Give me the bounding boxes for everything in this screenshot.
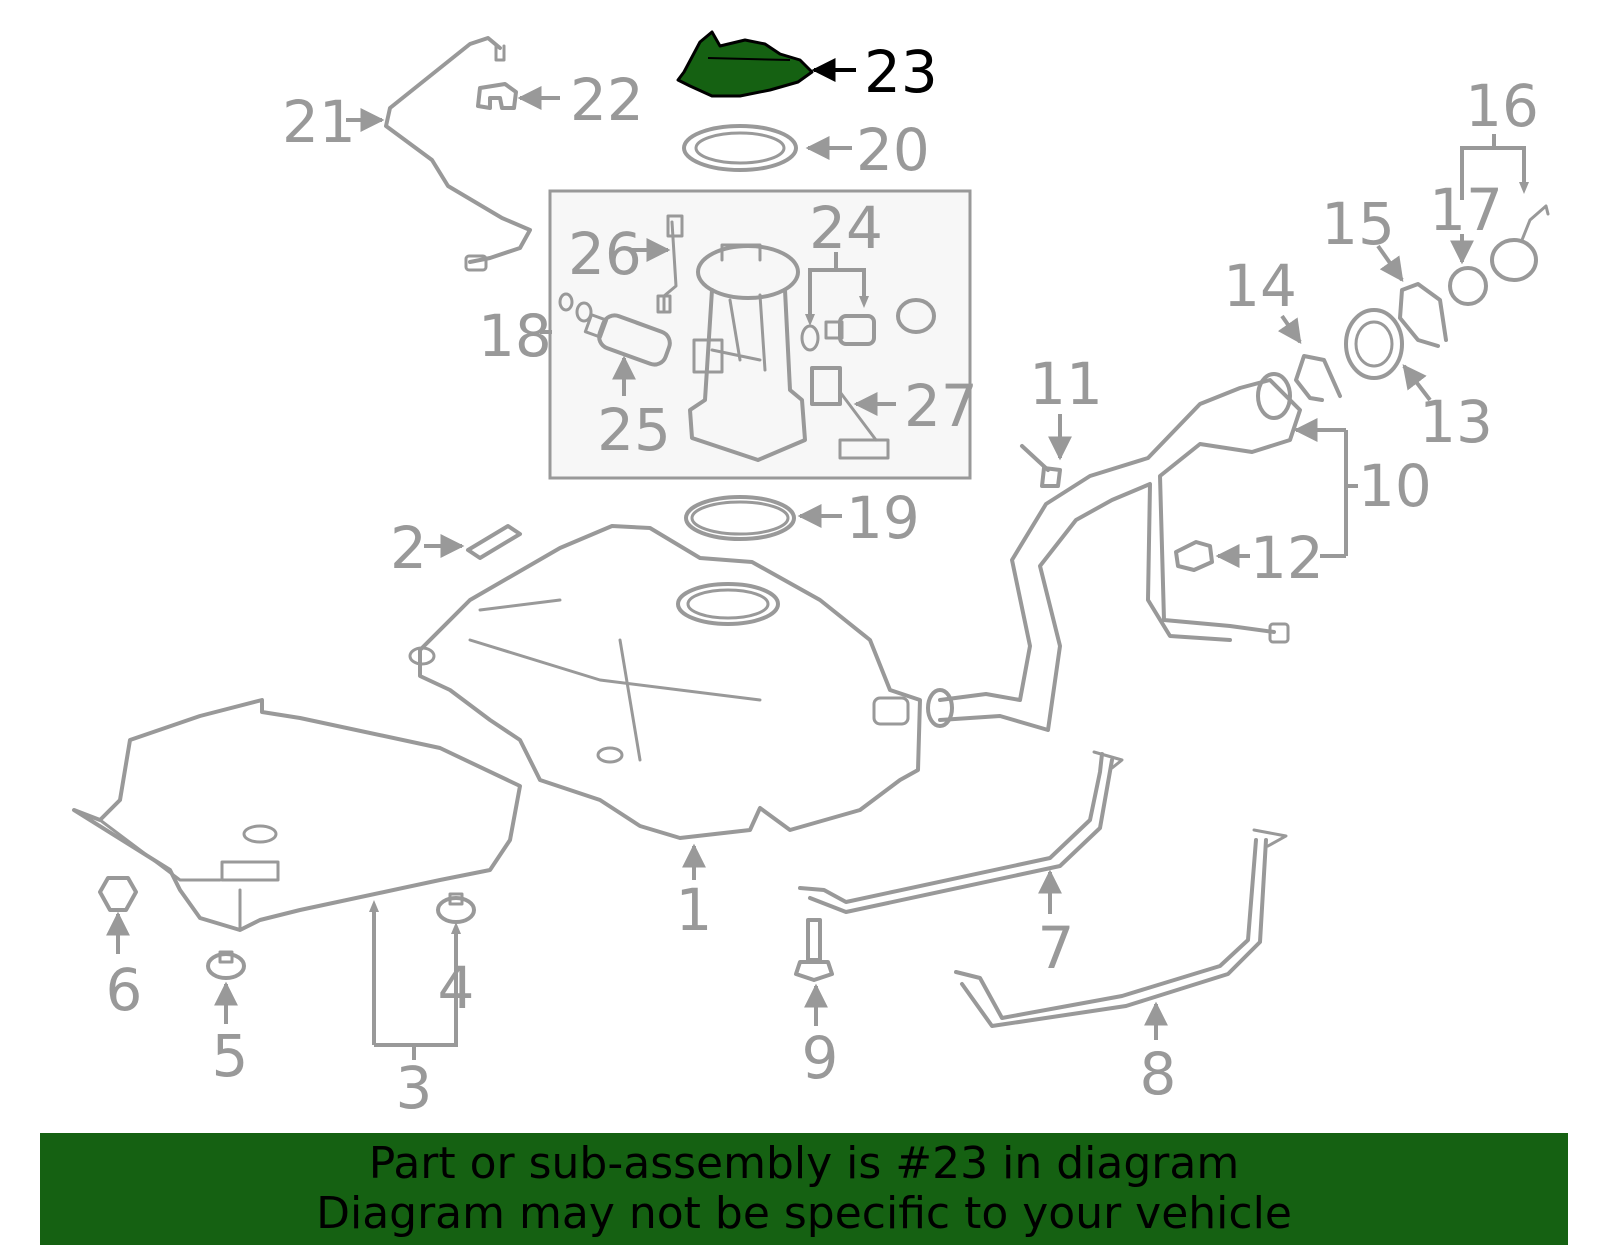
callout-23[interactable]: 23 bbox=[811, 38, 938, 106]
part-6-clip[interactable] bbox=[98, 876, 138, 912]
callout-11[interactable]: 11 bbox=[1029, 350, 1103, 461]
banner-line-2: Diagram may not be specific to your vehi… bbox=[316, 1188, 1292, 1239]
part-18-fuel-pump-assembly[interactable] bbox=[548, 189, 972, 480]
part-15-ring[interactable] bbox=[1398, 282, 1448, 348]
callout-2-label: 2 bbox=[390, 514, 427, 582]
callout-14[interactable]: 14 bbox=[1223, 252, 1302, 344]
callout-20[interactable]: 20 bbox=[805, 116, 930, 184]
callout-22[interactable]: 22 bbox=[517, 66, 644, 134]
part-19-gasket[interactable] bbox=[684, 495, 796, 541]
part-11-bolt[interactable] bbox=[1020, 444, 1062, 488]
callout-18-label: 18 bbox=[478, 302, 552, 370]
part-8-fuel-tank-strap[interactable] bbox=[954, 828, 1288, 1028]
callout-22-label: 22 bbox=[570, 66, 644, 134]
callout-6[interactable]: 6 bbox=[106, 911, 143, 1024]
callout-24[interactable]: 24 bbox=[805, 194, 883, 326]
callout-14-label: 14 bbox=[1223, 252, 1297, 320]
callout-9[interactable]: 9 bbox=[802, 983, 839, 1092]
callout-23-label: 23 bbox=[864, 38, 938, 106]
callout-20-label: 20 bbox=[856, 116, 930, 184]
callout-12[interactable]: 12 bbox=[1215, 524, 1324, 592]
part-21-fuel-line-tube[interactable] bbox=[384, 36, 532, 272]
callout-18[interactable]: 18 bbox=[478, 302, 552, 370]
callout-4-label: 4 bbox=[438, 954, 475, 1022]
callout-27-label: 27 bbox=[904, 372, 978, 440]
callout-4[interactable]: 4 bbox=[438, 954, 475, 1022]
part-3-protector[interactable] bbox=[72, 698, 522, 932]
callout-16[interactable]: 16 bbox=[1460, 72, 1539, 200]
callout-21-label: 21 bbox=[282, 88, 356, 156]
part-5-clip[interactable] bbox=[206, 950, 246, 980]
callout-5[interactable]: 5 bbox=[212, 981, 249, 1090]
banner-line-1: Part or sub-assembly is #23 in diagram bbox=[368, 1138, 1240, 1189]
part-23-fuel-pump-cover[interactable] bbox=[676, 30, 814, 98]
callout-27[interactable]: 27 bbox=[853, 372, 978, 440]
part-12-clamp[interactable] bbox=[1174, 540, 1214, 572]
callout-16-label: 16 bbox=[1465, 72, 1539, 140]
info-banner: Part or sub-assembly is #23 in diagram D… bbox=[40, 1133, 1568, 1245]
part-17-fuel-cap[interactable] bbox=[1448, 204, 1550, 306]
callout-11-label: 11 bbox=[1029, 350, 1103, 418]
callout-7-label: 7 bbox=[1038, 914, 1075, 982]
part-9-bolt[interactable] bbox=[794, 918, 834, 982]
callout-1[interactable]: 1 bbox=[676, 843, 713, 944]
callout-19[interactable]: 19 bbox=[797, 484, 920, 552]
part-7-fuel-tank-strap[interactable] bbox=[798, 750, 1124, 914]
callout-3[interactable]: 3 bbox=[369, 900, 461, 1122]
callout-6-label: 6 bbox=[106, 956, 143, 1024]
callout-21[interactable]: 21 bbox=[282, 88, 385, 156]
callout-24-label: 24 bbox=[809, 194, 883, 262]
part-14-clamp-ring[interactable] bbox=[1294, 354, 1342, 402]
part-4-clip[interactable] bbox=[436, 892, 476, 924]
callout-26[interactable]: 26 bbox=[568, 220, 671, 288]
callout-7[interactable]: 7 bbox=[1038, 869, 1075, 982]
callout-3-label: 3 bbox=[396, 1054, 433, 1122]
callout-12-label: 12 bbox=[1250, 524, 1324, 592]
part-1-fuel-tank[interactable] bbox=[408, 524, 922, 840]
callout-13-label: 13 bbox=[1419, 388, 1493, 456]
callout-15-label: 15 bbox=[1321, 190, 1395, 258]
callout-19-label: 19 bbox=[846, 484, 920, 552]
callout-25[interactable]: 25 bbox=[597, 355, 671, 464]
part-2-label[interactable] bbox=[466, 524, 522, 560]
callout-25-label: 25 bbox=[597, 396, 671, 464]
callout-17-label: 17 bbox=[1429, 176, 1503, 244]
callout-8[interactable]: 8 bbox=[1140, 1001, 1177, 1108]
callout-5-label: 5 bbox=[212, 1022, 249, 1090]
part-13-gasket[interactable] bbox=[1344, 308, 1404, 380]
callout-17[interactable]: 17 bbox=[1429, 176, 1503, 265]
part-22-clip[interactable] bbox=[476, 82, 518, 110]
part-10-filler-pipe[interactable] bbox=[926, 372, 1302, 732]
callout-2[interactable]: 2 bbox=[390, 514, 465, 582]
part-20-retainer-ring[interactable] bbox=[682, 124, 798, 172]
callout-8-label: 8 bbox=[1140, 1040, 1177, 1108]
callout-1-label: 1 bbox=[676, 876, 713, 944]
callout-13[interactable]: 13 bbox=[1402, 364, 1493, 456]
callout-10[interactable]: 10 bbox=[1293, 418, 1432, 558]
callout-9-label: 9 bbox=[802, 1024, 839, 1092]
callout-15[interactable]: 15 bbox=[1321, 190, 1404, 282]
callout-10-label: 10 bbox=[1358, 452, 1432, 520]
callout-26-label: 26 bbox=[568, 220, 642, 288]
